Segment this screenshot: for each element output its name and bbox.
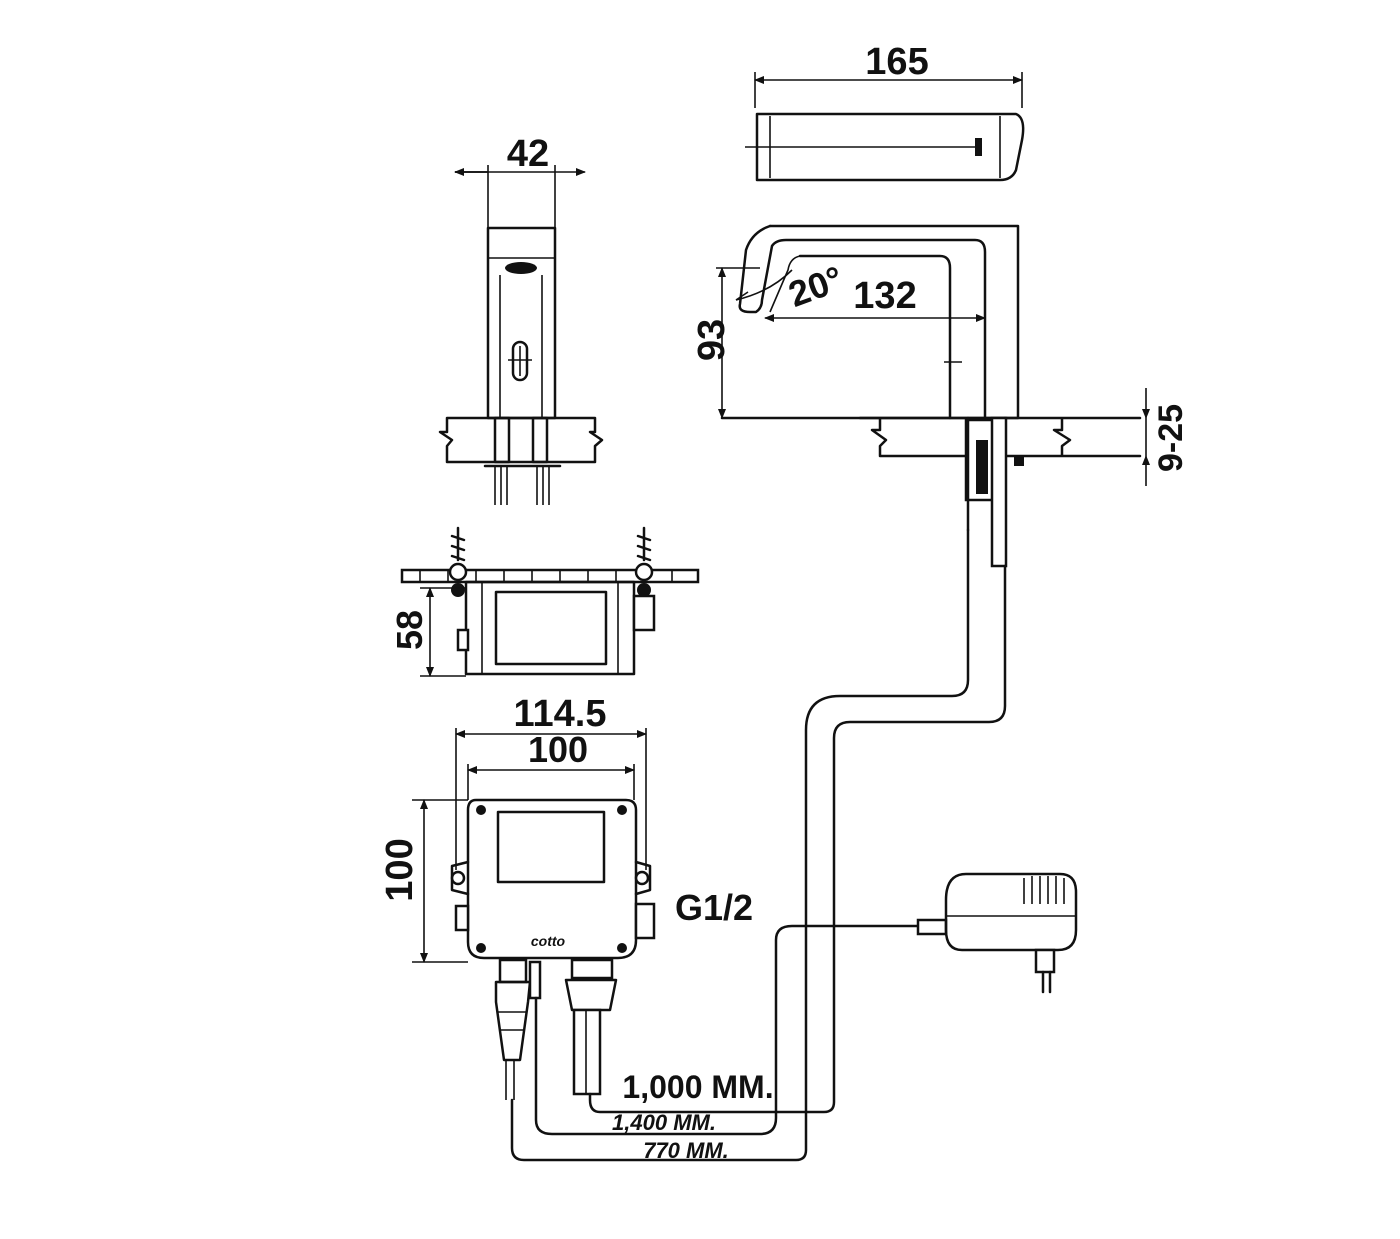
dimension-height-label: 93 xyxy=(691,319,733,361)
dimension-box-height-label: 100 xyxy=(379,838,421,901)
control-box-front-view: 114.5 100 cotto G1/2 100 xyxy=(379,693,753,1100)
dimension-length-label: 165 xyxy=(865,41,928,83)
cable-length-1000-label: 1,000 MM. xyxy=(622,1069,773,1105)
cable-length-770-label: 770 MM. xyxy=(643,1138,729,1163)
dimension-box-outer-width-label: 114.5 xyxy=(514,693,607,735)
side-view: 93 132 20° 9-25 xyxy=(691,224,1190,568)
dimension-reach-label: 132 xyxy=(853,275,916,317)
hoses-and-cables xyxy=(510,528,1078,1162)
dimension-width-label: 42 xyxy=(507,133,549,175)
top-view: 165 xyxy=(745,41,1025,182)
brand-logo-text: cotto xyxy=(531,933,566,949)
cable-length-1400-label: 1,400 MM. xyxy=(612,1110,716,1135)
dimension-counter-label: 9-25 xyxy=(1152,404,1190,472)
dimension-angle-label: 20° xyxy=(783,258,848,315)
dimension-box-depth-label: 58 xyxy=(389,610,430,650)
front-view: 42 xyxy=(438,133,604,505)
inlet-thread-label: G1/2 xyxy=(675,887,753,928)
control-box-side-view: 58 xyxy=(389,526,700,677)
dimension-box-inner-width-label: 100 xyxy=(528,729,588,770)
